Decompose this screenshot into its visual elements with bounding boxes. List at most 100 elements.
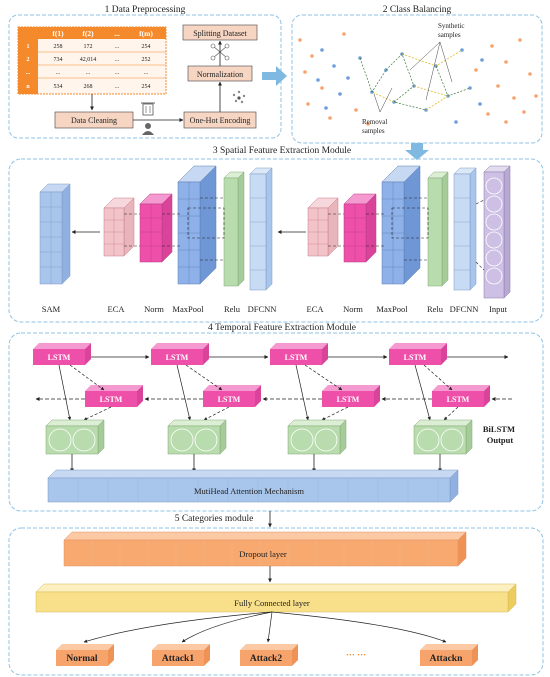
table-cell: 534 — [54, 84, 63, 90]
bilstm-output-block — [287, 419, 347, 455]
user-icon — [142, 123, 154, 135]
output-attack2-label: Attack2 — [250, 654, 282, 664]
table-header-ellipsis: ... — [114, 29, 120, 38]
svg-text:LSTM: LSTM — [404, 353, 427, 362]
table-cell: ... — [115, 57, 120, 63]
table-row-index: 1 — [27, 44, 30, 50]
section2-to-3-arrow — [405, 143, 429, 160]
table-cell: ... — [56, 70, 61, 76]
table-cell: 734 — [54, 57, 63, 63]
table-cell: 258 — [54, 44, 63, 50]
norm-block-1 — [139, 193, 173, 263]
svg-text:LSTM: LSTM — [337, 395, 360, 404]
lstm-cell: LSTM — [432, 385, 490, 407]
table-cell: ... — [144, 70, 149, 76]
section1-to-2-arrow — [262, 66, 287, 86]
table-header-f2: f(2) — [82, 29, 94, 38]
relu-block-2 — [427, 171, 449, 287]
spatial-panel — [8, 158, 544, 323]
lstm-forward-row: LSTM LSTM LSTM LSTM — [33, 343, 447, 365]
svg-text:LSTM: LSTM — [285, 353, 308, 362]
lstm-backward-row: LSTM LSTM LSTM LSTM — [85, 385, 490, 407]
table-cell: 252 — [142, 57, 151, 63]
sam-label: SAM — [42, 304, 61, 314]
trash-icon — [141, 102, 155, 116]
dfcnn-block-1 — [249, 167, 273, 291]
lstm-cell: LSTM — [389, 343, 447, 365]
table-row-index: 2 — [27, 57, 30, 63]
bilstm-output-block — [167, 419, 227, 455]
maxpool-label-2: MaxPool — [376, 304, 408, 314]
output-attackn-label: Attackn — [430, 654, 463, 664]
lstm-cell: LSTM — [151, 343, 209, 365]
table-cell: ... — [115, 84, 120, 90]
lstm-cell: LSTM — [33, 343, 91, 365]
svg-text:LSTM: LSTM — [218, 395, 241, 404]
norm-block-2 — [343, 193, 377, 263]
text-line-1: Removal — [362, 118, 387, 126]
balancing-title: 2 Class Balancing — [383, 5, 452, 15]
fully-connected-label: Fully Connected layer — [234, 598, 310, 608]
outputs-ellipsis: ··· ··· — [346, 650, 366, 660]
dfcnn-label-2: DFCNN — [450, 304, 479, 314]
table-cell: 254 — [142, 84, 151, 90]
relu-label-2: Relu — [427, 304, 444, 314]
dropout-block — [63, 531, 467, 567]
bilstm-output-block — [413, 419, 473, 455]
norm-label-2: Norm — [343, 304, 363, 314]
relu-block-1 — [223, 171, 245, 287]
norm-label-1: Norm — [144, 304, 164, 314]
input-label: Input — [489, 304, 508, 314]
text-line-2: samples — [438, 31, 461, 39]
bilstm-output-block — [45, 419, 105, 455]
dfcnn-block-2 — [453, 167, 477, 291]
eca-block-1 — [103, 197, 135, 257]
eca-label-1: ECA — [108, 304, 126, 314]
svg-text:LSTM: LSTM — [48, 353, 71, 362]
output-normal-label: Normal — [66, 654, 97, 664]
input-block — [483, 165, 511, 299]
svg-text:LSTM: LSTM — [447, 395, 470, 404]
data-table: f(1) f(2) ... f(m) 1 258 172 ... 254 2 7… — [17, 26, 167, 95]
svg-text:LSTM: LSTM — [166, 353, 189, 362]
text-line-1: Synthetic — [438, 22, 464, 30]
bilstm-output-label: BiLSTM Output — [483, 424, 517, 445]
spatial-title: 3 Spatial Feature Extraction Module — [213, 146, 351, 156]
data-cleaning-label: Data Cleaning — [71, 116, 117, 125]
categories-title: 5 Categories module — [175, 514, 254, 524]
normalization-label: Normalization — [197, 70, 243, 79]
temporal-title: 4 Temporal Feature Extraction Module — [208, 323, 356, 333]
table-cell: 42,014 — [80, 57, 97, 63]
maxpool-block-1 — [177, 165, 217, 285]
table-row-index: ... — [26, 70, 31, 76]
bilstm-output-label-line: BiLSTM — [483, 424, 515, 434]
table-cell: 268 — [84, 84, 93, 90]
temporal-panel — [8, 332, 544, 512]
table-row-index: n — [26, 84, 30, 90]
splitting-label: Splitting Dataset — [193, 29, 247, 38]
bilstm-output-blocks — [45, 419, 473, 455]
attention-label: MutiHead Attention Mechanism — [194, 486, 304, 496]
output-attack1: Attack1 — [152, 644, 210, 666]
relu-label-1: Relu — [224, 304, 241, 314]
attention-block — [47, 469, 459, 503]
preprocessing-title: 1 Data Preprocessing — [105, 5, 186, 15]
output-attackn: Attackn — [420, 644, 478, 666]
eca-block-2 — [307, 197, 339, 257]
table-cell: ... — [115, 44, 120, 50]
dfcnn-label-1: DFCNN — [248, 304, 277, 314]
categories-panel — [8, 527, 544, 676]
table-cell: 254 — [142, 44, 151, 50]
lstm-cell: LSTM — [270, 343, 328, 365]
fully-connected-block — [35, 583, 517, 613]
text-line-2: Output — [487, 435, 514, 445]
output-attack2: Attack2 — [240, 644, 298, 666]
maxpool-label-1: MaxPool — [172, 304, 204, 314]
onehot-label: One-Hot Encoding — [190, 116, 251, 125]
splitting-box — [182, 24, 258, 41]
maxpool-block-2 — [381, 165, 421, 285]
table-header-fm: f(m) — [139, 29, 153, 38]
